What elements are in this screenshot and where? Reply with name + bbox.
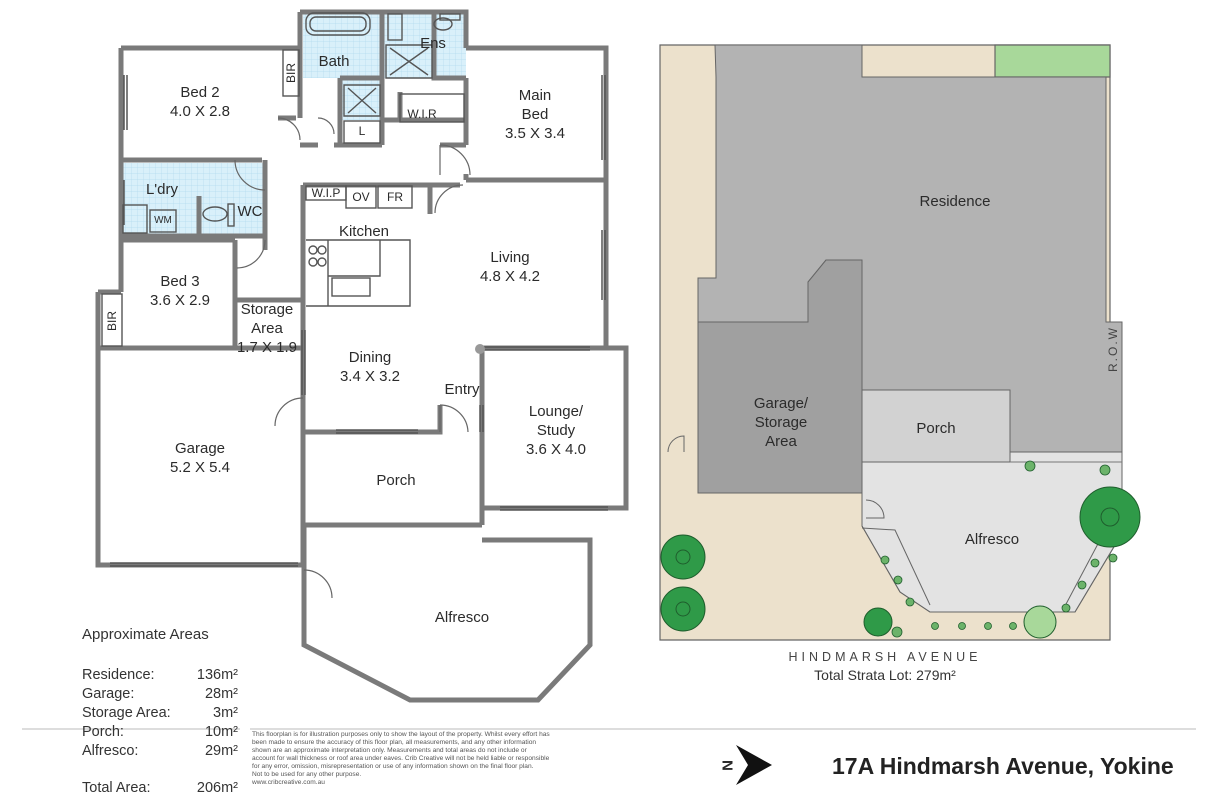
room-label-bir-top: BIR bbox=[284, 63, 298, 84]
room-label-wc: WC bbox=[237, 203, 263, 220]
room-label-bir-left: BIR bbox=[105, 311, 119, 332]
room-label-ens: Ens bbox=[420, 35, 446, 52]
area-row-porch: Porch:10m² bbox=[82, 724, 238, 740]
area-row-garage: Garage:28m² bbox=[82, 686, 238, 702]
room-label-fr: FR bbox=[387, 190, 403, 204]
compass-icon bbox=[736, 745, 772, 785]
room-label-porch: Porch bbox=[376, 472, 416, 489]
compass-letter: N bbox=[719, 760, 737, 771]
room-label-wir: W.I.R bbox=[407, 107, 437, 121]
bir-left-cupboard bbox=[101, 293, 123, 347]
site-porch bbox=[861, 389, 1011, 463]
door-swings bbox=[234, 117, 471, 599]
total-strata-lot: Total Strata Lot: 279m² bbox=[814, 667, 956, 683]
room-label-linen: L bbox=[358, 124, 366, 138]
room-label-bath: Bath bbox=[318, 53, 350, 70]
floorplan-fittings bbox=[101, 12, 465, 347]
disclaimer-text: This floorplan is for illustration purpo… bbox=[252, 731, 550, 786]
area-row-alfresco: Alfresco:29m² bbox=[82, 743, 238, 759]
site-label-alfresco: Alfresco bbox=[964, 531, 1020, 548]
room-label-ov: OV bbox=[352, 190, 370, 204]
area-row-residence: Residence:136m² bbox=[82, 667, 238, 683]
site-doors bbox=[667, 435, 885, 519]
bir-top-cupboard bbox=[282, 49, 300, 97]
room-label-wm: WM bbox=[154, 215, 172, 226]
fridge-box bbox=[377, 185, 413, 209]
site-label-row: R.O.W bbox=[1106, 326, 1120, 372]
site-label-porch: Porch bbox=[916, 420, 956, 437]
windows bbox=[110, 75, 608, 567]
room-label-wip: W.I.P bbox=[311, 186, 341, 200]
column-marker bbox=[475, 344, 485, 354]
bathtub-icon bbox=[305, 12, 371, 36]
areas-title: Approximate Areas bbox=[82, 626, 209, 643]
room-label-laundry: L'dry bbox=[145, 181, 179, 198]
room-label-kitchen: Kitchen bbox=[338, 223, 390, 240]
site-label-residence: Residence bbox=[919, 193, 991, 210]
site-shrubs bbox=[880, 460, 1118, 638]
shower-icon bbox=[385, 44, 433, 79]
street-name: HINDMARSH AVENUE bbox=[788, 650, 982, 664]
areas-table: Residence:136m² Garage:28m² Storage Area… bbox=[82, 666, 238, 798]
area-row-storage: Storage Area:3m² bbox=[82, 705, 238, 721]
vanity-icon bbox=[387, 13, 403, 41]
linen-cupboard bbox=[343, 120, 381, 144]
toilet-icon bbox=[433, 17, 453, 31]
sink-icon bbox=[122, 204, 148, 234]
kitchen-sink-icon bbox=[331, 277, 371, 297]
property-address: 17A Hindmarsh Avenue, Yokine bbox=[832, 753, 1174, 779]
kitchen-bench bbox=[306, 239, 411, 307]
room-label-entry: Entry bbox=[444, 381, 480, 398]
washing-machine-icon bbox=[149, 209, 177, 233]
floorplan-walls bbox=[95, 9, 629, 703]
wir-box bbox=[399, 93, 465, 123]
room-label-alfresco: Alfresco bbox=[434, 609, 490, 626]
site-trees bbox=[660, 486, 1141, 639]
site-garage bbox=[697, 259, 863, 494]
area-row-total: Total Area:206m² bbox=[82, 780, 238, 796]
oven-box bbox=[345, 185, 377, 209]
